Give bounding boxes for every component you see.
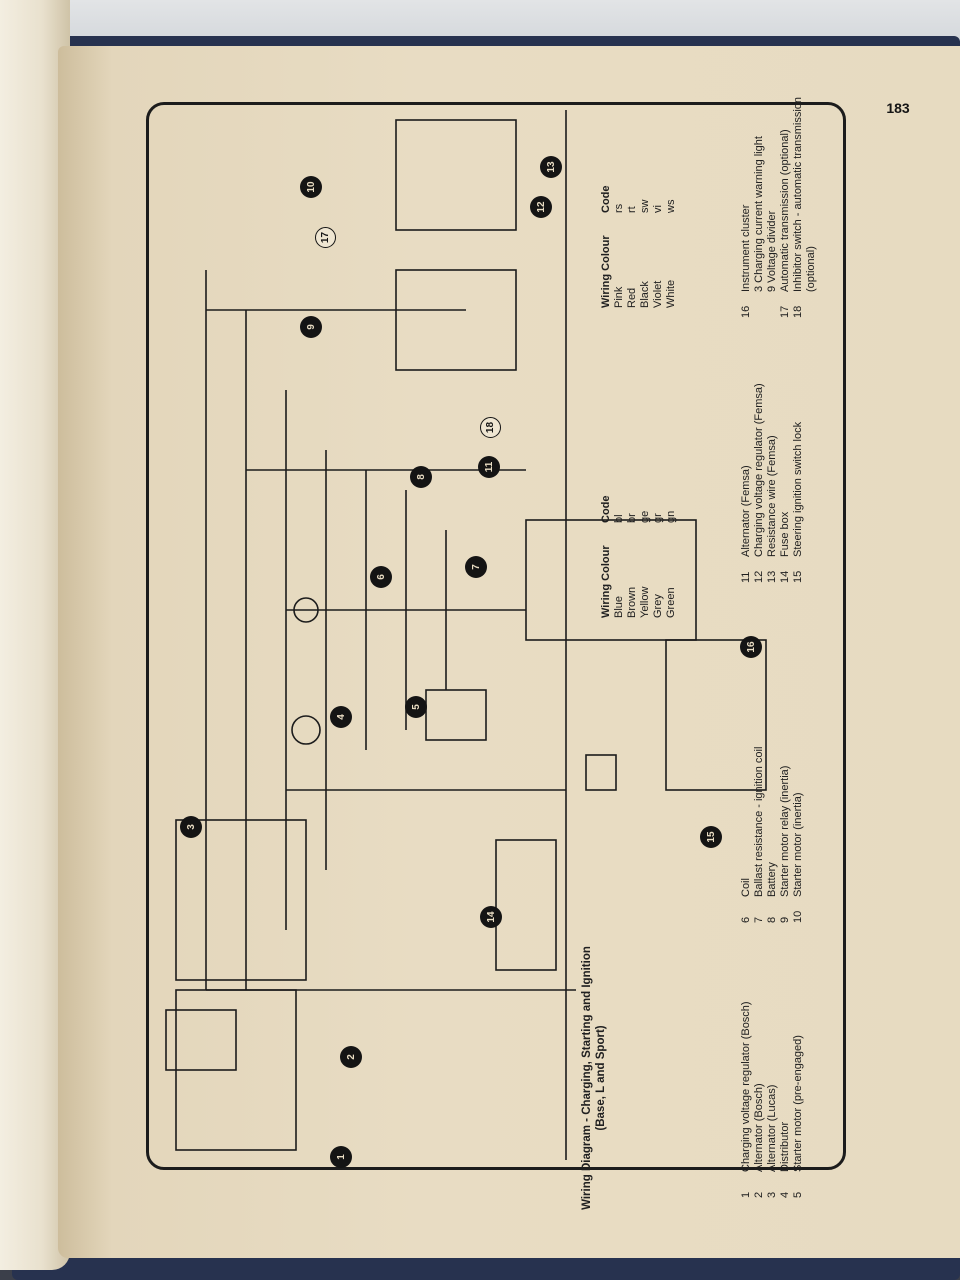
legend-code: rs <box>613 203 625 213</box>
component-badge-12: 12 <box>530 196 552 218</box>
component-badge-1: 1 <box>330 1146 352 1168</box>
component-badge-18: 18 <box>480 417 501 438</box>
legend-code: gr <box>652 513 664 523</box>
component-badge-3: 3 <box>180 816 202 838</box>
legend-colour: Brown <box>626 586 638 618</box>
component-badge-13: 13 <box>540 156 562 178</box>
alternator-lucas-box <box>175 819 307 981</box>
legend-colour: Green <box>665 587 677 618</box>
steering-lock-box <box>585 754 617 791</box>
legend-code: vi <box>652 205 664 213</box>
legend-colour: Black <box>639 281 651 308</box>
femsa-regulator-box <box>395 119 517 231</box>
cluster-lamp-box <box>525 519 697 641</box>
legend-header-code: Code <box>600 495 612 524</box>
legend-colour: Pink <box>613 286 625 308</box>
legend-code: ws <box>665 199 677 213</box>
component-badge-10: 10 <box>300 176 322 198</box>
legend-colour: White <box>665 279 677 308</box>
component-badge-14: 14 <box>480 906 502 928</box>
distributor-symbol <box>291 715 321 745</box>
rotated-diagram-sheet: 1 2 3 4 5 6 7 8 9 10 11 12 13 14 15 16 1… <box>140 97 900 1210</box>
instrument-cluster-box <box>665 639 767 791</box>
coil-symbol <box>293 597 319 623</box>
component-badge-8: 8 <box>410 466 432 488</box>
legend-code: bl <box>613 514 625 523</box>
regulator-bosch-box <box>165 1009 237 1071</box>
legend-header-code: Code <box>600 185 612 214</box>
component-badge-9: 9 <box>300 316 322 338</box>
page-number: 183 <box>886 100 910 116</box>
legend-code: gn <box>665 510 677 523</box>
legend-code: br <box>626 513 638 523</box>
key-item: 9 Voltage divider <box>766 210 778 292</box>
book-page <box>58 46 960 1258</box>
wiring-colour-legend-1: Wiring Colour Code Blue bl Brown br Yellow… <box>600 418 678 619</box>
fuse-box <box>495 839 557 971</box>
legend-code: sw <box>639 199 651 213</box>
legend-code: rt <box>626 206 638 213</box>
legend-code: ge <box>639 510 651 523</box>
component-badge-17: 17 <box>315 227 336 248</box>
key-item: 3 Charging current warning light <box>753 136 765 292</box>
legend-header-colour: Wiring Colour <box>600 545 612 618</box>
legend-colour: Violet <box>652 280 664 308</box>
component-badge-2: 2 <box>340 1046 362 1068</box>
starter-motor-box <box>425 689 487 741</box>
component-badge-4: 4 <box>330 706 352 728</box>
legend-colour: Blue <box>613 595 625 618</box>
diagram-title: Wiring Diagram - Charging, Starting and … <box>580 928 608 1228</box>
legend-colour: Yellow <box>639 586 651 618</box>
legend-header-colour: Wiring Colour <box>600 235 612 308</box>
femsa-alternator-box <box>395 269 517 371</box>
component-badge-11: 11 <box>478 456 500 478</box>
legend-colour: Red <box>626 287 638 308</box>
component-badge-5: 5 <box>405 696 427 718</box>
component-badge-15: 15 <box>700 826 722 848</box>
component-badge-7: 7 <box>465 556 487 578</box>
legend-colour: Grey <box>652 594 664 618</box>
diagram-title-line2: (Base, L and Sport) <box>595 1025 607 1131</box>
diagram-title-line1: Wiring Diagram - Charging, Starting and … <box>581 946 593 1210</box>
component-badge-6: 6 <box>370 566 392 588</box>
key-item: (optional) <box>805 246 817 292</box>
